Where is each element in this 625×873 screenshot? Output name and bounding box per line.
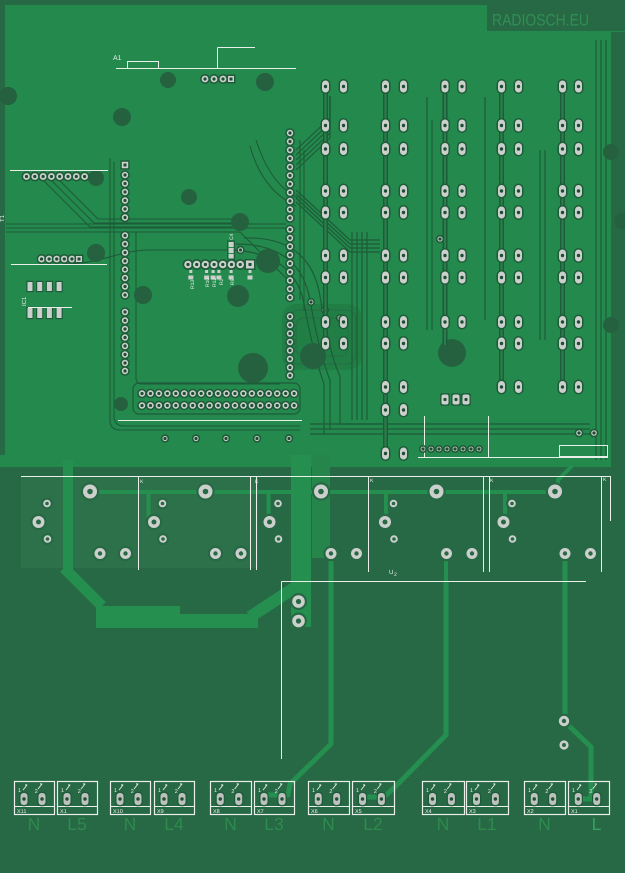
svg-text:N: N (28, 814, 41, 834)
svg-text:1: 1 (114, 788, 117, 794)
svg-text:2: 2 (35, 789, 38, 795)
svg-text:L3: L3 (264, 814, 283, 834)
svg-text:2: 2 (175, 789, 178, 795)
svg-text:2: 2 (488, 789, 491, 795)
svg-text:2: 2 (374, 789, 377, 795)
svg-text:1: 1 (214, 788, 217, 794)
svg-text:N: N (124, 814, 137, 834)
svg-text:X2: X2 (527, 809, 534, 815)
svg-text:C4: C4 (229, 233, 235, 240)
svg-text:2: 2 (394, 572, 397, 578)
svg-text:R2: R2 (219, 278, 225, 285)
svg-text:A1: A1 (113, 55, 122, 62)
svg-text:1: 1 (572, 788, 575, 794)
svg-text:R12: R12 (212, 278, 218, 287)
svg-text:2: 2 (78, 789, 81, 795)
svg-text:2: 2 (545, 789, 548, 795)
svg-text:2: 2 (231, 789, 234, 795)
svg-text:N: N (437, 814, 450, 834)
svg-text:2: 2 (444, 789, 447, 795)
svg-text:2: 2 (589, 789, 592, 795)
svg-text:X10: X10 (113, 809, 123, 815)
svg-text:X11: X11 (17, 809, 26, 815)
svg-text:1: 1 (18, 788, 21, 794)
svg-text:2: 2 (131, 789, 134, 795)
svg-text:R10: R10 (205, 278, 211, 287)
svg-text:2: 2 (275, 789, 278, 795)
svg-text:RADIOSCH.EU: RADIOSCH.EU (492, 12, 589, 30)
svg-text:X8: X8 (213, 809, 220, 815)
svg-text:1: 1 (61, 788, 64, 794)
svg-text:N: N (538, 814, 551, 834)
svg-text:X1: X1 (60, 809, 67, 815)
svg-text:X6: X6 (311, 809, 318, 815)
svg-text:L1: L1 (477, 814, 496, 834)
svg-text:L4: L4 (164, 814, 184, 834)
svg-text:1: 1 (158, 788, 161, 794)
svg-text:1: 1 (470, 788, 473, 794)
svg-text:X5: X5 (355, 809, 362, 815)
svg-text:X9: X9 (157, 809, 164, 815)
svg-text:L5: L5 (67, 814, 86, 834)
svg-text:X4: X4 (425, 809, 432, 815)
svg-text:1: 1 (312, 788, 315, 794)
svg-text:R13: R13 (190, 280, 196, 289)
svg-text:N: N (322, 814, 335, 834)
svg-text:R9: R9 (230, 278, 236, 285)
svg-text:IC1: IC1 (21, 296, 28, 306)
svg-text:1: 1 (528, 788, 531, 794)
svg-text:1: 1 (356, 788, 359, 794)
svg-text:L2: L2 (363, 814, 382, 834)
svg-text:L: L (592, 814, 602, 834)
svg-text:X7: X7 (257, 809, 264, 815)
svg-text:2: 2 (329, 789, 332, 795)
svg-text:X1: X1 (571, 809, 578, 815)
svg-text:N: N (224, 814, 237, 834)
svg-text:1: 1 (426, 788, 429, 794)
svg-text:T1: T1 (0, 214, 6, 222)
svg-text:U: U (389, 569, 393, 576)
svg-text:X3: X3 (469, 809, 476, 815)
svg-text:1: 1 (258, 788, 261, 794)
